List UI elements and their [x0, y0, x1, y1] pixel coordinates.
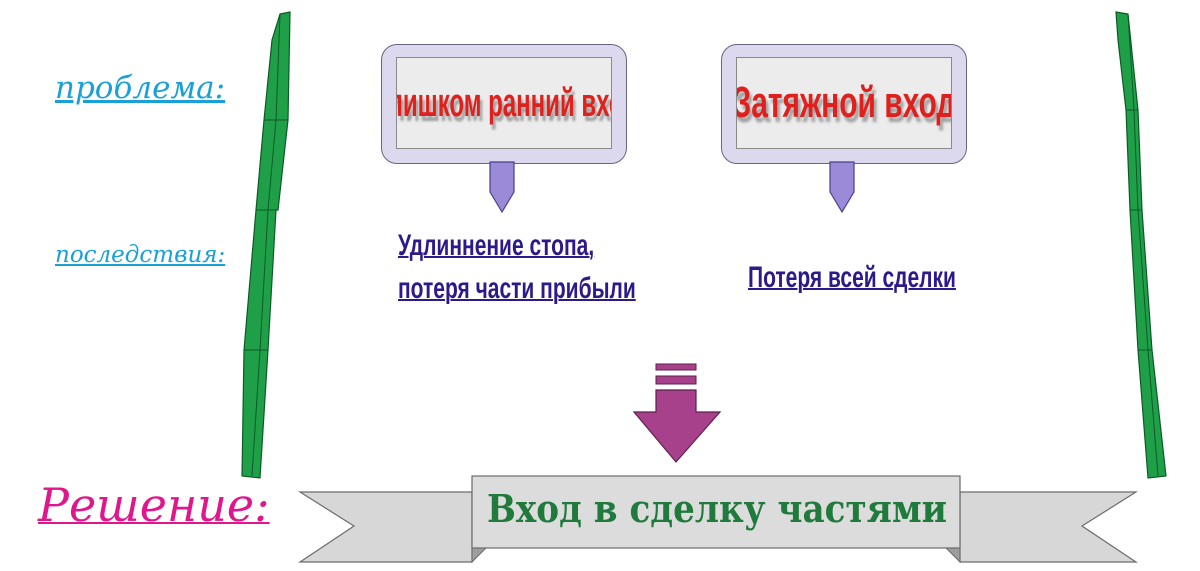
right-green-stick-icon — [1115, 11, 1167, 479]
consequence-line: потеря части прибыли — [398, 271, 636, 305]
problem-text: Слишком ранний вход — [397, 80, 611, 125]
callout-panel: Слишком ранний вход — [396, 57, 612, 149]
ribbon-banner-icon — [297, 475, 1139, 564]
solution-text: Вход в сделку частями — [487, 486, 948, 531]
problem-callout-late-entry: Затяжной вход — [721, 44, 967, 164]
consequences-label: последствия: — [55, 242, 226, 268]
problem-label: проблема: — [55, 70, 226, 106]
left-green-stick-icon — [241, 11, 291, 479]
consequence-line: Потеря всей сделки — [748, 261, 956, 294]
solution-label: Решение: — [38, 478, 270, 532]
callout-panel: Затяжной вход — [736, 57, 952, 149]
problem-text: Затяжной вход — [736, 78, 952, 127]
small-down-arrow-icon — [489, 161, 515, 214]
big-down-arrow-icon — [632, 363, 722, 463]
small-down-arrow-icon — [829, 161, 855, 214]
problem-callout-early-entry: Слишком ранний вход — [381, 44, 627, 164]
consequence-text-2: Потеря всей сделки — [748, 257, 956, 300]
consequence-line: Удлиннение стопа, — [398, 229, 595, 262]
consequence-text-1: Удлиннение стопа, потеря части прибыли — [398, 225, 636, 310]
